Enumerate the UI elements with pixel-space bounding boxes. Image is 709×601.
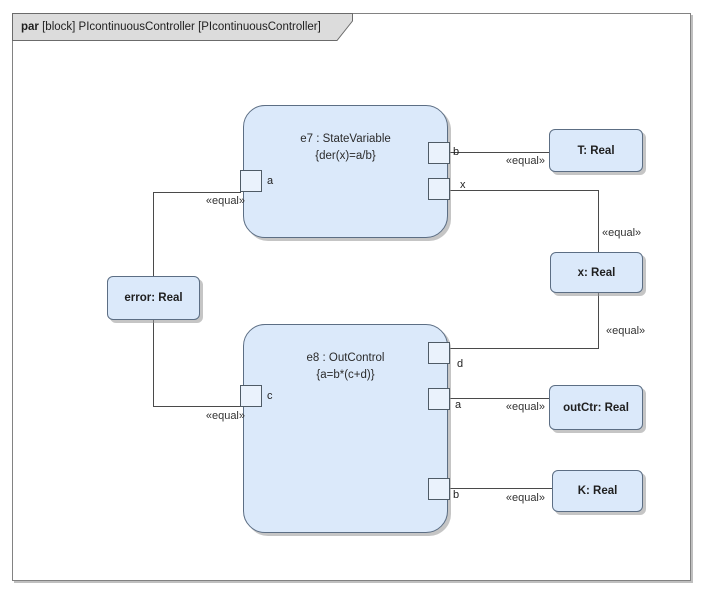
frame-tab[interactable] (12, 13, 355, 42)
stereotype-equal-e8c: «equal» (205, 410, 245, 422)
value-box-x[interactable]: x: Real (550, 252, 643, 293)
port-e7-x[interactable] (428, 178, 450, 200)
value-box-x-label: x: Real (577, 266, 616, 279)
port-e7-a[interactable] (240, 170, 262, 192)
value-box-error[interactable]: error: Real (107, 276, 200, 320)
value-box-T[interactable]: T: Real (549, 129, 643, 172)
stereotype-equal-x-top: «equal» (602, 227, 642, 239)
port-label-e7-b: b (453, 146, 460, 158)
port-e8-a[interactable] (428, 388, 450, 410)
connector-x-e8d-vertical[interactable] (598, 293, 599, 349)
constraint-block-e8[interactable]: e8 : OutControl {a=b*(c+d)} (243, 324, 448, 533)
frame-kind-keyword: par (21, 20, 39, 33)
port-label-e7-a: a (267, 175, 274, 187)
stereotype-equal-x-bottom: «equal» (606, 325, 646, 337)
value-box-K[interactable]: K: Real (552, 470, 643, 512)
connector-e8a-outCtr[interactable] (450, 398, 550, 399)
port-e8-c[interactable] (240, 385, 262, 407)
port-e7-b[interactable] (428, 142, 450, 164)
e7-name: e7 : StateVariable (300, 133, 391, 145)
port-e8-d[interactable] (428, 342, 450, 364)
port-label-e7-x: x (460, 179, 466, 191)
port-label-e8-c: c (267, 390, 273, 402)
value-box-K-label: K: Real (577, 485, 618, 497)
connector-e7b-T[interactable] (450, 152, 550, 153)
connector-e7x-x[interactable] (450, 190, 598, 191)
connector-e8b-K[interactable] (450, 488, 553, 489)
e7-constraint-expression: {der(x)=a/b} (315, 150, 376, 162)
connector-e7a-error-vertical[interactable] (153, 192, 154, 277)
port-label-e8-a: a (455, 399, 462, 411)
value-box-error-label: error: Real (124, 292, 183, 304)
frame-title-text: [block] PIcontinuousController [PIcontin… (38, 20, 321, 33)
connector-error-e8c-vertical[interactable] (153, 320, 154, 407)
connector-error-e8c[interactable] (153, 406, 241, 407)
value-box-outCtr-label: outCtr: Real (563, 401, 629, 414)
port-e8-b[interactable] (428, 478, 450, 500)
e8-constraint-expression: {a=b*(c+d)} (316, 369, 375, 381)
connector-e7x-x-vertical[interactable] (598, 190, 599, 253)
stereotype-equal-K: «equal» (505, 492, 545, 504)
value-box-outCtr[interactable]: outCtr: Real (549, 385, 643, 430)
constraint-block-e7[interactable]: e7 : StateVariable {der(x)=a/b} (243, 105, 448, 238)
stereotype-equal-T: «equal» (505, 155, 545, 167)
value-box-T-label: T: Real (577, 144, 615, 157)
port-label-e8-d: d (457, 358, 464, 370)
e8-name: e8 : OutControl (306, 352, 385, 364)
frame-title: par [block] PIcontinuousController [PIco… (21, 13, 321, 40)
connector-e7a-error[interactable] (153, 192, 241, 193)
port-label-e8-b: b (453, 489, 460, 501)
stereotype-equal-e7a: «equal» (205, 195, 245, 207)
stereotype-equal-outCtr: «equal» (505, 401, 545, 413)
connector-x-e8d[interactable] (450, 348, 598, 349)
